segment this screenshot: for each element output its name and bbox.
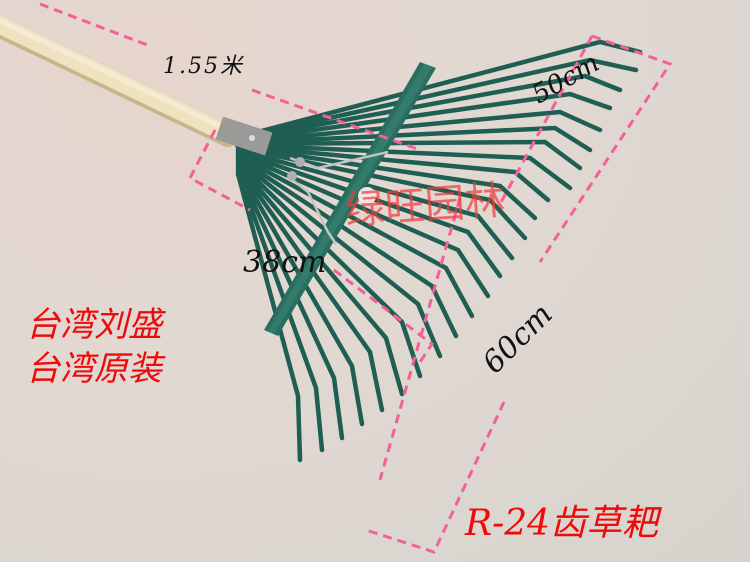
brand-label-1: 台湾刘盛 bbox=[26, 305, 162, 345]
shop-watermark: 绿旺园林 bbox=[343, 177, 507, 235]
wooden-handle bbox=[0, 14, 239, 147]
product-name-label: R-24齿草耙 bbox=[465, 503, 659, 544]
rake-tines bbox=[232, 39, 643, 463]
brand-label-2: 台湾原装 bbox=[26, 349, 162, 389]
cross-bar bbox=[264, 62, 436, 336]
handle-length-label: 1.55米 bbox=[163, 54, 244, 79]
metal-clamp bbox=[215, 116, 389, 245]
dimension-lines bbox=[39, 2, 673, 554]
head-span-label: 38cm bbox=[243, 245, 327, 280]
